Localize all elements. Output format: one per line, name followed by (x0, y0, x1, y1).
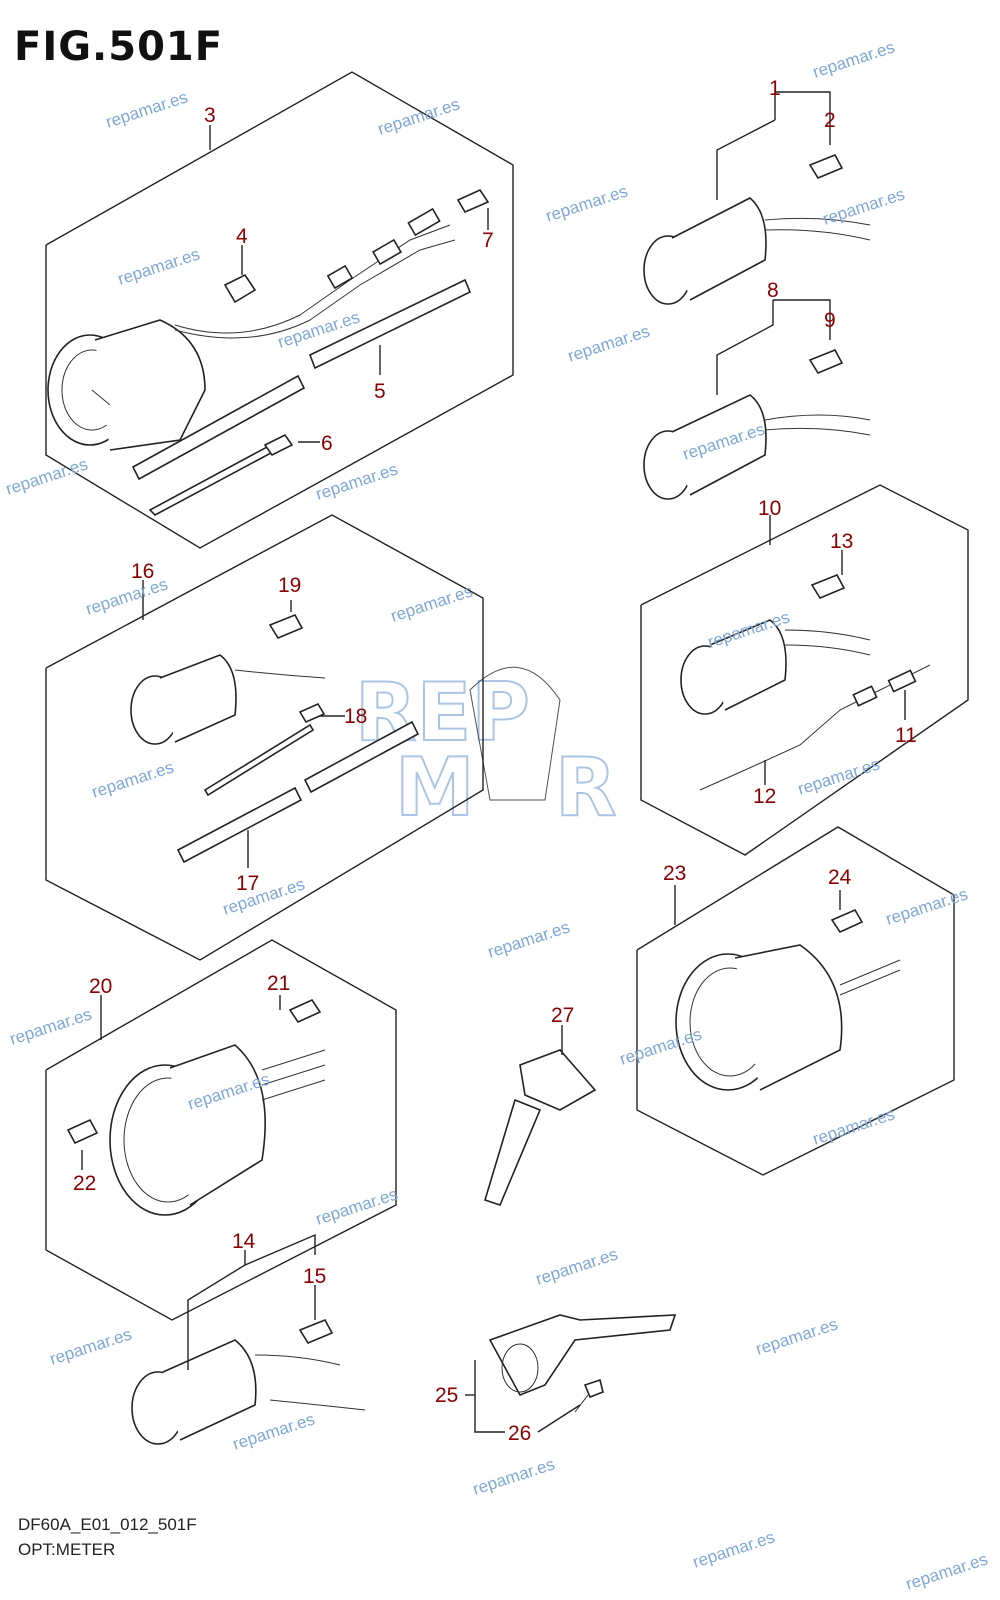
watermark-text: repamar.es (820, 184, 907, 228)
callout-15: 15 (303, 1265, 326, 1288)
bulb-icon (810, 573, 846, 600)
callout-11: 11 (895, 724, 917, 747)
wire-harness-icon (174, 207, 456, 339)
callout-23: 23 (663, 862, 686, 885)
watermark-text: repamar.es (810, 37, 897, 81)
watermark-text: repamar.es (565, 321, 652, 365)
callout-9: 9 (824, 309, 836, 332)
tube-icon (176, 720, 420, 864)
meter-gauge-icon (109, 1044, 326, 1216)
svg-text:M: M (395, 741, 475, 834)
meter-gauge-icon (47, 319, 206, 451)
callout-20: 20 (89, 975, 112, 998)
group-box-16 (45, 514, 484, 961)
watermark-text: repamar.es (220, 874, 307, 918)
callout-13: 13 (830, 530, 853, 553)
callout-21: 21 (267, 972, 290, 995)
meter-gauge-icon (130, 654, 326, 745)
callout-27: 27 (551, 1004, 574, 1027)
callout-14: 14 (232, 1230, 256, 1253)
meter-gauge-icon (131, 1339, 366, 1445)
watermark-text: repamar.es (795, 754, 882, 798)
callout-16: 16 (131, 560, 154, 583)
callout-18: 18 (344, 705, 367, 728)
watermark-text: repamar.es (89, 757, 176, 801)
watermark-text: repamar.es (115, 244, 202, 288)
callout-2: 2 (824, 109, 836, 132)
sensor-icon (484, 1049, 597, 1206)
watermark-text: repamar.es (83, 574, 170, 618)
watermark-text: repamar.es (883, 884, 970, 928)
watermark-text: repamar.es (485, 917, 572, 961)
watermark-text: repamar.es (388, 581, 475, 625)
tube-icon (131, 278, 472, 516)
meter-gauge-icon (680, 619, 871, 715)
repamar-logo: REP M R (354, 665, 618, 835)
watermark-text: repamar.es (7, 1004, 94, 1048)
bulb-icon (808, 348, 844, 375)
watermark-text: repamar.es (3, 454, 90, 498)
callout-22: 22 (73, 1172, 96, 1195)
callout-8: 8 (767, 279, 779, 302)
watermark-text: repamar.es (47, 1324, 134, 1368)
callout-5: 5 (374, 380, 386, 403)
callout-6: 6 (321, 432, 333, 455)
watermark-text: repamar.es (543, 181, 630, 225)
bulb-icon (223, 188, 490, 304)
callout-10: 10 (758, 497, 781, 520)
callout-3: 3 (204, 104, 216, 127)
bulb-icon (268, 613, 304, 640)
watermark-text: repamar.es (903, 1549, 990, 1593)
watermark-text: repamar.es (810, 1104, 897, 1148)
cable-tie-icon (298, 702, 326, 724)
meter-gauge-icon (643, 394, 871, 500)
wire-harness-icon (699, 664, 931, 791)
meter-gauge-icon (675, 944, 901, 1091)
watermark-text: repamar.es (313, 1184, 400, 1228)
callout-25: 25 (435, 1384, 458, 1407)
model-code: DF60A_E01_012_501F (18, 1515, 197, 1534)
group-box-20 (45, 939, 397, 1321)
section-label: OPT:METER (18, 1540, 116, 1559)
group-box-10 (640, 484, 969, 856)
callout-12: 12 (753, 785, 776, 808)
callout-1: 1 (769, 77, 781, 100)
watermark-text: repamar.es (230, 1409, 317, 1453)
watermark-text: repamar.es (533, 1244, 620, 1288)
callout-26: 26 (508, 1422, 531, 1445)
cable-tie-icon (263, 433, 294, 457)
screw-icon (574, 1378, 604, 1413)
callout-17: 17 (236, 872, 259, 895)
watermark-text: repamar.es (470, 1454, 557, 1498)
bracket-icon (488, 1314, 677, 1397)
callout-19: 19 (278, 574, 301, 597)
bulb-icon (298, 1318, 334, 1345)
watermark-text: repamar.es (313, 459, 400, 503)
callout-7: 7 (482, 229, 494, 252)
bulb-icon (66, 998, 322, 1145)
figure-title: FIG.501F (14, 24, 224, 70)
bulb-icon (808, 153, 844, 180)
meter-gauge-icon (643, 197, 871, 305)
watermarks: repamar.es repamar.es repamar.es repamar… (3, 37, 990, 1593)
group-box-23 (636, 826, 955, 1176)
leader-lines (81, 91, 906, 1433)
watermark-text: repamar.es (690, 1527, 777, 1571)
watermark-text: repamar.es (753, 1314, 840, 1358)
svg-text:R: R (555, 741, 617, 834)
watermark-text: repamar.es (103, 87, 190, 131)
watermark-text: repamar.es (375, 94, 462, 138)
bulb-icon (830, 908, 864, 934)
callout-24: 24 (828, 866, 852, 889)
callout-labels: 1 2 3 4 5 6 7 8 9 10 11 12 13 14 15 16 1… (73, 77, 917, 1445)
group-box-3 (45, 71, 514, 549)
callout-4: 4 (236, 225, 248, 248)
